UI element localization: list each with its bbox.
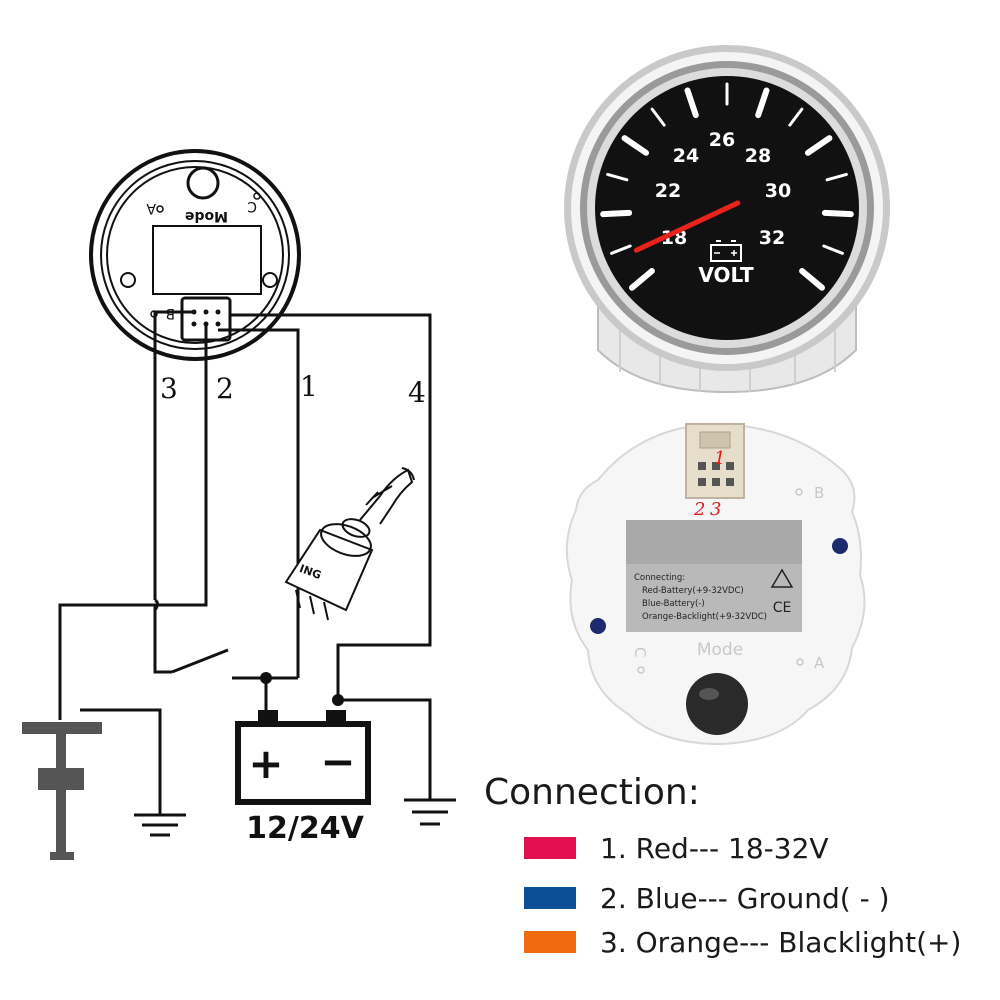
gauge-major-tick xyxy=(621,135,650,156)
spec-label-line-3: Orange-Backlight(+9-32VDC) xyxy=(642,612,767,622)
gauge-tick-label-22: 22 xyxy=(655,180,681,202)
ground-symbol-left xyxy=(134,813,186,837)
gauge-major-tick xyxy=(821,209,854,218)
display-window xyxy=(152,225,262,295)
legend-swatch-blue xyxy=(524,887,576,909)
gauge-tick-label-32: 32 xyxy=(759,227,785,249)
pin-marker-3: 3 xyxy=(710,499,721,520)
ground-symbol-right xyxy=(404,798,456,826)
gauge-back-photo: 1 2 3 Connecting: Red-Battery(+9-32VDC) … xyxy=(565,422,866,746)
recycle-icon xyxy=(770,568,794,588)
gauge-major-tick xyxy=(799,267,825,291)
spec-label-line-1: Red-Battery(+9-32VDC) xyxy=(642,586,744,596)
gauge-minor-tick xyxy=(788,107,804,127)
wire-number-4: 4 xyxy=(408,376,426,409)
back-corner-b: B xyxy=(814,484,824,502)
switch-blade xyxy=(171,648,229,674)
gauge-minor-tick xyxy=(606,172,629,182)
gauge-minor-tick xyxy=(822,244,844,255)
gauge-needle xyxy=(633,200,741,253)
gauge-major-tick xyxy=(755,87,770,119)
gauge-major-tick xyxy=(629,267,655,291)
gauge-tick-label-28: 28 xyxy=(745,145,771,167)
gauge-minor-tick xyxy=(650,107,666,127)
back-corner-c: C xyxy=(631,647,649,657)
mount-hole-top xyxy=(186,166,220,200)
legend-text-blue: 2. Blue--- Ground( - ) xyxy=(600,881,890,915)
gauge-unit-label: VOLT xyxy=(698,263,754,287)
gauge-minor-tick xyxy=(610,244,632,255)
ignition-switch-icon xyxy=(284,467,415,621)
wire-4 xyxy=(230,313,432,700)
gauge-tick-label-26: 26 xyxy=(709,129,735,151)
wire-number-3: 3 xyxy=(160,372,178,405)
wire-number-1: 1 xyxy=(300,370,318,403)
mount-hole-left xyxy=(120,272,136,288)
legend-text-orange: 3. Orange--- Blacklight(+) xyxy=(600,925,962,959)
gauge-major-ticks xyxy=(600,82,854,291)
mount-hole-back-right xyxy=(832,538,848,554)
ce-mark: CE xyxy=(773,600,792,616)
gauge-tick-label-18: 18 xyxy=(661,227,687,249)
sender-ground xyxy=(80,708,162,815)
mode-button xyxy=(686,673,748,735)
back-label-c: C xyxy=(247,198,257,214)
hand-with-key-icon xyxy=(359,468,414,525)
wire-number-2: 2 xyxy=(216,372,234,405)
pin-marker-1: 1 xyxy=(714,448,725,469)
legend-item-orange: 3. Orange--- Blacklight(+) xyxy=(524,922,961,962)
back-label-a: A xyxy=(146,200,156,216)
legend-swatch-red xyxy=(524,837,576,859)
connector-pins xyxy=(191,309,221,327)
wire-number-labels: 3 2 1 4 xyxy=(160,370,426,409)
battery-voltage-label: 12/24V xyxy=(246,811,364,846)
sender-wire xyxy=(58,598,159,720)
gauge-major-tick xyxy=(804,135,833,156)
legend-item-blue: 2. Blue--- Ground( - ) xyxy=(524,878,890,918)
junction-battery-pos xyxy=(260,672,272,684)
gauge-minor-tick xyxy=(825,172,848,182)
legend-swatch-orange xyxy=(524,931,576,953)
mount-hole-back-left xyxy=(590,618,606,634)
gauge-tick-label-30: 30 xyxy=(765,180,791,202)
battery-icon xyxy=(235,710,371,805)
spec-label-line-0: Connecting: xyxy=(634,573,685,583)
mount-hole-right xyxy=(262,272,278,288)
legend-item-red: 1. Red--- 18-32V xyxy=(524,828,829,868)
gauge-front: 26 24 28 22 30 18 32 VOLT xyxy=(564,45,890,394)
gauge-major-tick xyxy=(600,209,633,218)
spec-label-line-2: Blue-Battery(-) xyxy=(642,599,705,609)
back-corner-mode: Mode xyxy=(697,640,743,660)
back-label-mode: Mode xyxy=(185,208,228,224)
pin-marker-2: 2 xyxy=(693,499,705,520)
wire-3 xyxy=(153,310,195,600)
battery-neg-ground xyxy=(338,698,432,800)
battery-minus: − xyxy=(320,737,355,786)
legend-title: Connection: xyxy=(484,772,700,813)
gauge-tick-label-24: 24 xyxy=(673,145,699,167)
gauge-major-tick xyxy=(684,87,699,119)
junction-battery-neg xyxy=(332,694,344,706)
battery-plus: + xyxy=(248,739,283,788)
switch-wire xyxy=(153,610,172,674)
sender-probe-icon xyxy=(22,722,102,860)
back-corner-a: A xyxy=(814,654,825,672)
wire-2 xyxy=(155,324,208,607)
legend-text-red: 1. Red--- 18-32V xyxy=(600,831,829,865)
battery-symbol-icon xyxy=(710,240,742,262)
gauge-back-outline xyxy=(89,149,301,361)
